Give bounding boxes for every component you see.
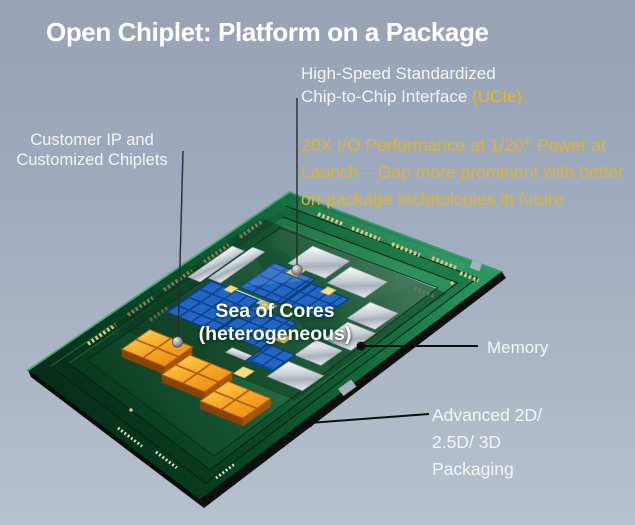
packaging-line2: 2.5D/ 3D [432,432,502,452]
performance-line1: 20X I/O Performance at 1/20th Power at [301,134,607,155]
die-cluster [109,218,447,401]
interface-callout: High-Speed Standardized Chip-to-Chip Int… [301,62,522,108]
performance-line2: Launch – Gap more prominent with better [301,161,624,182]
board-sheen [294,200,470,276]
blue-die-highlight [239,262,315,288]
packaging-callout-dot [304,418,314,428]
board-edge-highlights [27,191,503,371]
performance-callout: 20X I/O Performance at 1/20th Power at L… [301,128,624,213]
edge-notches [338,260,483,396]
interface-line2: Chip-to-Chip Interface (UCIe) [301,87,523,106]
cream-pad-rows [117,426,237,480]
performance-line3: on-package technologies in future [301,188,564,209]
sea-line1: Sea of Cores [215,300,335,322]
callout-lines [171,98,478,428]
customer-line1: Customer IP and [30,131,154,149]
die-field-shadow [109,218,447,401]
customer-callout: Customer IP and Customized Chiplets [0,131,184,170]
packaging-leader-line [308,413,430,424]
interface-line1: High-Speed Standardized [301,64,496,83]
ucie-highlight: (UCIe) [472,87,523,106]
customer-leader-line [177,150,184,339]
slide-title: Open Chiplet: Platform on a Package [46,17,489,47]
interface-callout-dot [291,264,303,276]
packaging-line3: Packaging [432,459,514,479]
customer-callout-dot [171,336,184,348]
sea-line2: (heterogeneous) [198,323,352,345]
sea-of-cores-label: Sea of Cores (heterogeneous) [180,300,370,346]
board-side-faces [28,272,506,508]
customer-line2: Customized Chiplets [16,150,168,169]
packaging-callout: Advanced 2D/ 2.5D/ 3D Packaging [432,402,542,483]
memory-callout-dot [356,341,366,351]
memory-callout: Memory [487,338,549,357]
packaging-line1: Advanced 2D/ [432,405,542,425]
fiducial-dots [129,281,454,412]
orange-chiplets [120,329,272,428]
